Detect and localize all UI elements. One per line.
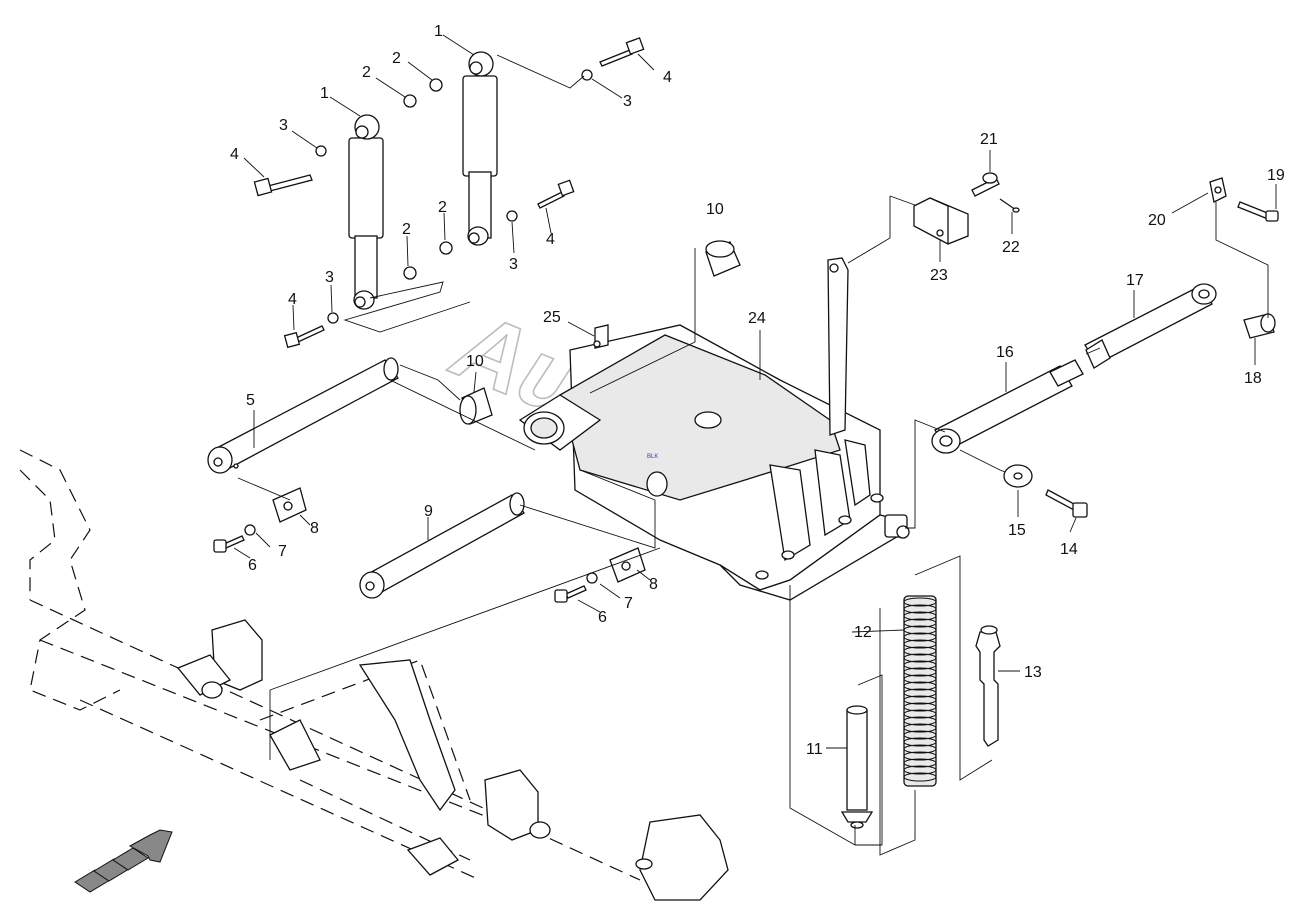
spring-coil: [903, 772, 937, 782]
callout-9: 9: [424, 503, 433, 520]
callout-14: 14: [1060, 541, 1078, 558]
spring-coil: [903, 611, 937, 621]
spring-coil: [903, 660, 937, 670]
sleeve-11[interactable]: [840, 705, 874, 829]
part-25-bracket: [567, 321, 609, 349]
callout-5: 5: [246, 392, 255, 409]
spring-coil: [903, 723, 937, 733]
callout-3: 3: [279, 117, 288, 134]
spring-coil: [903, 695, 937, 705]
callout-16: 16: [996, 344, 1014, 361]
callout-19: 19: [1267, 167, 1285, 184]
leader-lines-right: [939, 150, 1277, 477]
spring-coil: [903, 737, 937, 747]
callout-22: 22: [1002, 239, 1020, 256]
callouts: 1 1 2 2 2 2 3 3 3 3 4 4 4 4 5 6 6 7 7 8 …: [230, 23, 1285, 758]
spring-coil: [903, 597, 937, 607]
spring-coil: [903, 709, 937, 719]
washer-15[interactable]: [1003, 464, 1033, 517]
spring-coil: [903, 765, 937, 775]
spring-coil: [903, 744, 937, 754]
spring-coil: [903, 674, 937, 684]
bushing-18[interactable]: [1243, 313, 1276, 339]
spring-coil: [903, 681, 937, 691]
callout-8: 8: [649, 576, 658, 593]
callout-8: 8: [310, 520, 319, 537]
link-16[interactable]: [931, 359, 1084, 454]
callout-2: 2: [402, 221, 411, 238]
callout-3: 3: [509, 256, 518, 273]
pin-13[interactable]: [975, 625, 1001, 747]
block-23[interactable]: [913, 197, 969, 245]
screw-19: [1237, 201, 1279, 222]
leader-lines-lower-right: [789, 419, 1020, 856]
spring-coil: [903, 632, 937, 642]
callout-12: 12: [854, 624, 872, 641]
pin-21[interactable]: [971, 172, 1000, 197]
callout-4: 4: [288, 291, 297, 308]
callout-3: 3: [325, 269, 334, 286]
callout-2: 2: [362, 64, 371, 81]
spring-coil: [903, 618, 937, 628]
spring-coil: [903, 646, 937, 656]
callout-1: 1: [434, 23, 443, 40]
shock-absorber-left[interactable]: [348, 114, 384, 310]
callout-21: 21: [980, 131, 998, 148]
leader-lines-center: [233, 248, 761, 760]
pin-9[interactable]: [359, 492, 525, 599]
spring-coil: [903, 688, 937, 698]
bushing-10-b[interactable]: [459, 387, 493, 425]
callout-1: 1: [320, 85, 329, 102]
spring-coil: [903, 639, 937, 649]
callout-15: 15: [1008, 522, 1026, 539]
callout-6: 6: [598, 609, 607, 626]
spring-coil: [903, 604, 937, 614]
spring-coil: [903, 702, 937, 712]
spring-coil: [903, 653, 937, 663]
callout-7: 7: [278, 543, 287, 560]
bolt-14[interactable]: [1045, 489, 1088, 533]
callout-4: 4: [663, 69, 672, 86]
callout-23: 23: [930, 267, 948, 284]
callout-2: 2: [392, 50, 401, 67]
spring-coil: [903, 716, 937, 726]
spring-coil: [903, 667, 937, 677]
callout-7: 7: [624, 595, 633, 612]
spring-coil: [903, 758, 937, 768]
shock-absorber-right[interactable]: [462, 51, 498, 246]
bushing-10-a[interactable]: [705, 240, 741, 277]
callout-11: 11: [806, 741, 823, 758]
cotter-pin-22: [999, 198, 1020, 213]
callout-13: 13: [1024, 664, 1042, 681]
callout-4: 4: [546, 231, 555, 248]
callout-3: 3: [623, 93, 632, 110]
callout-6: 6: [248, 557, 257, 574]
callout-17: 17: [1126, 272, 1144, 289]
link-17[interactable]: [1084, 283, 1217, 369]
bracket-20[interactable]: [1209, 177, 1227, 203]
callout-10: 10: [706, 201, 724, 218]
vehicle-frame-outline: [19, 449, 729, 901]
main-frame-24[interactable]: [518, 195, 916, 601]
callout-20: 20: [1148, 212, 1166, 229]
pin-5[interactable]: [207, 357, 399, 474]
stamp: BLK: [647, 454, 658, 460]
callout-25: 25: [543, 309, 561, 326]
callout-24: 24: [748, 310, 766, 327]
spring-coil: [903, 730, 937, 740]
callout-10: 10: [466, 353, 484, 370]
spring-12[interactable]: [903, 595, 937, 787]
callout-4: 4: [230, 146, 239, 163]
spring-coil: [903, 751, 937, 761]
callout-2: 2: [438, 199, 447, 216]
leader-lines-shocks: [243, 34, 655, 333]
fasteners-upper: [253, 37, 645, 349]
forward-arrow-icon: [74, 829, 173, 893]
callout-18: 18: [1244, 370, 1262, 387]
